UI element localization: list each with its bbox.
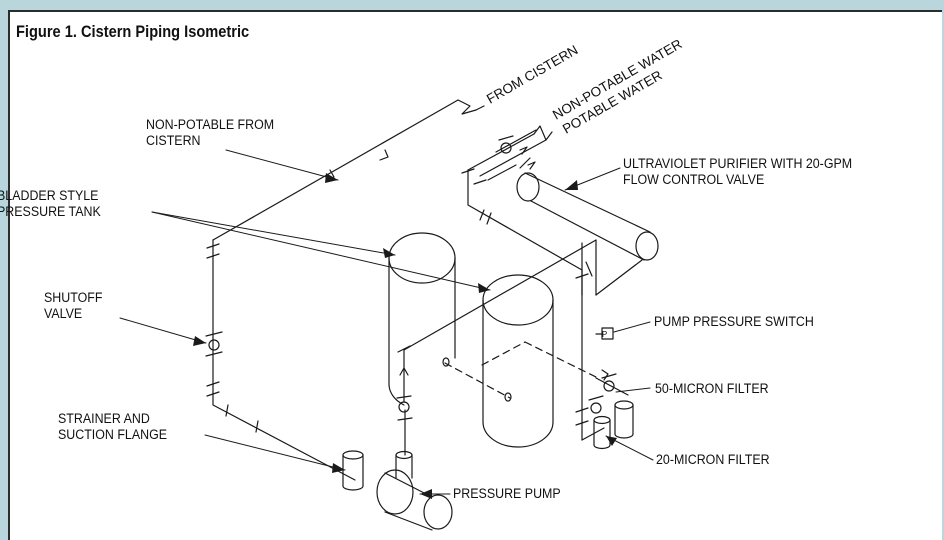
- label-from-cistern: FROM CISTERN: [484, 42, 580, 106]
- shutoff-valve-icon: [205, 331, 223, 357]
- pressure-tank-1-icon: [388, 232, 456, 406]
- label-non-potable-from-cistern: NON-POTABLE FROM CISTERN: [146, 117, 274, 148]
- cistern-supply-pipe: [206, 99, 485, 481]
- label-line: PRESSURE TANK: [0, 203, 101, 219]
- label-line: CISTERN: [146, 132, 201, 148]
- label-line: VALVE: [44, 305, 83, 321]
- strainer-icon: [342, 450, 364, 491]
- uv-purifier-icon: [516, 172, 659, 261]
- leader-lines: [119, 149, 654, 495]
- pressure-switch-symbol: P: [602, 330, 607, 339]
- label-pump-pressure-switch: PUMP PRESSURE SWITCH: [654, 314, 814, 329]
- tank-connection-pipe: [444, 341, 599, 399]
- label-line: SUCTION FLANGE: [58, 426, 168, 442]
- label-20-micron-filter: 20-MICRON FILTER: [656, 452, 770, 467]
- label-line: SHUTOFF: [44, 290, 103, 305]
- label-line: NON-POTABLE FROM: [146, 117, 275, 132]
- label-50-micron-filter: 50-MICRON FILTER: [655, 381, 769, 396]
- leader-arrowheads: [193, 173, 617, 499]
- label-uv-purifier: ULTRAVIOLET PURIFIER WITH 20-GPM FLOW CO…: [623, 156, 852, 187]
- water-outlet-manifold: [461, 125, 583, 296]
- figure-title: Figure 1. Cistern Piping Isometric: [16, 22, 250, 41]
- label-line: FLOW CONTROL VALVE: [623, 171, 765, 187]
- tank-port-2: [504, 392, 512, 402]
- pressure-tank-2-icon: [482, 274, 554, 448]
- label-shutoff-valve: SHUTOFF VALVE: [44, 290, 102, 321]
- label-line: ULTRAVIOLET PURIFIER WITH 20-GPM: [623, 156, 853, 171]
- filter-50-micron-icon: [614, 400, 634, 439]
- pressure-pump-icon: [376, 409, 453, 531]
- label-bladder-tank: BLADDER STYLE PRESSURE TANK: [0, 188, 101, 219]
- pressure-switch-icon: [595, 327, 614, 340]
- filter-valves-icon: [588, 373, 617, 414]
- pump-discharge-pipe: [396, 239, 597, 413]
- label-line: BLADDER STYLE: [0, 188, 99, 203]
- tank-port-1: [442, 357, 450, 367]
- filter-20-micron-icon: [593, 415, 611, 450]
- figure-panel: Figure 1. Cistern Piping Isometric: [8, 10, 942, 540]
- filter-supply-pipe: [575, 239, 643, 441]
- label-line: STRAINER AND: [58, 411, 150, 426]
- label-strainer: STRAINER AND SUCTION FLANGE: [58, 411, 167, 442]
- label-pressure-pump: PRESSURE PUMP: [453, 486, 561, 501]
